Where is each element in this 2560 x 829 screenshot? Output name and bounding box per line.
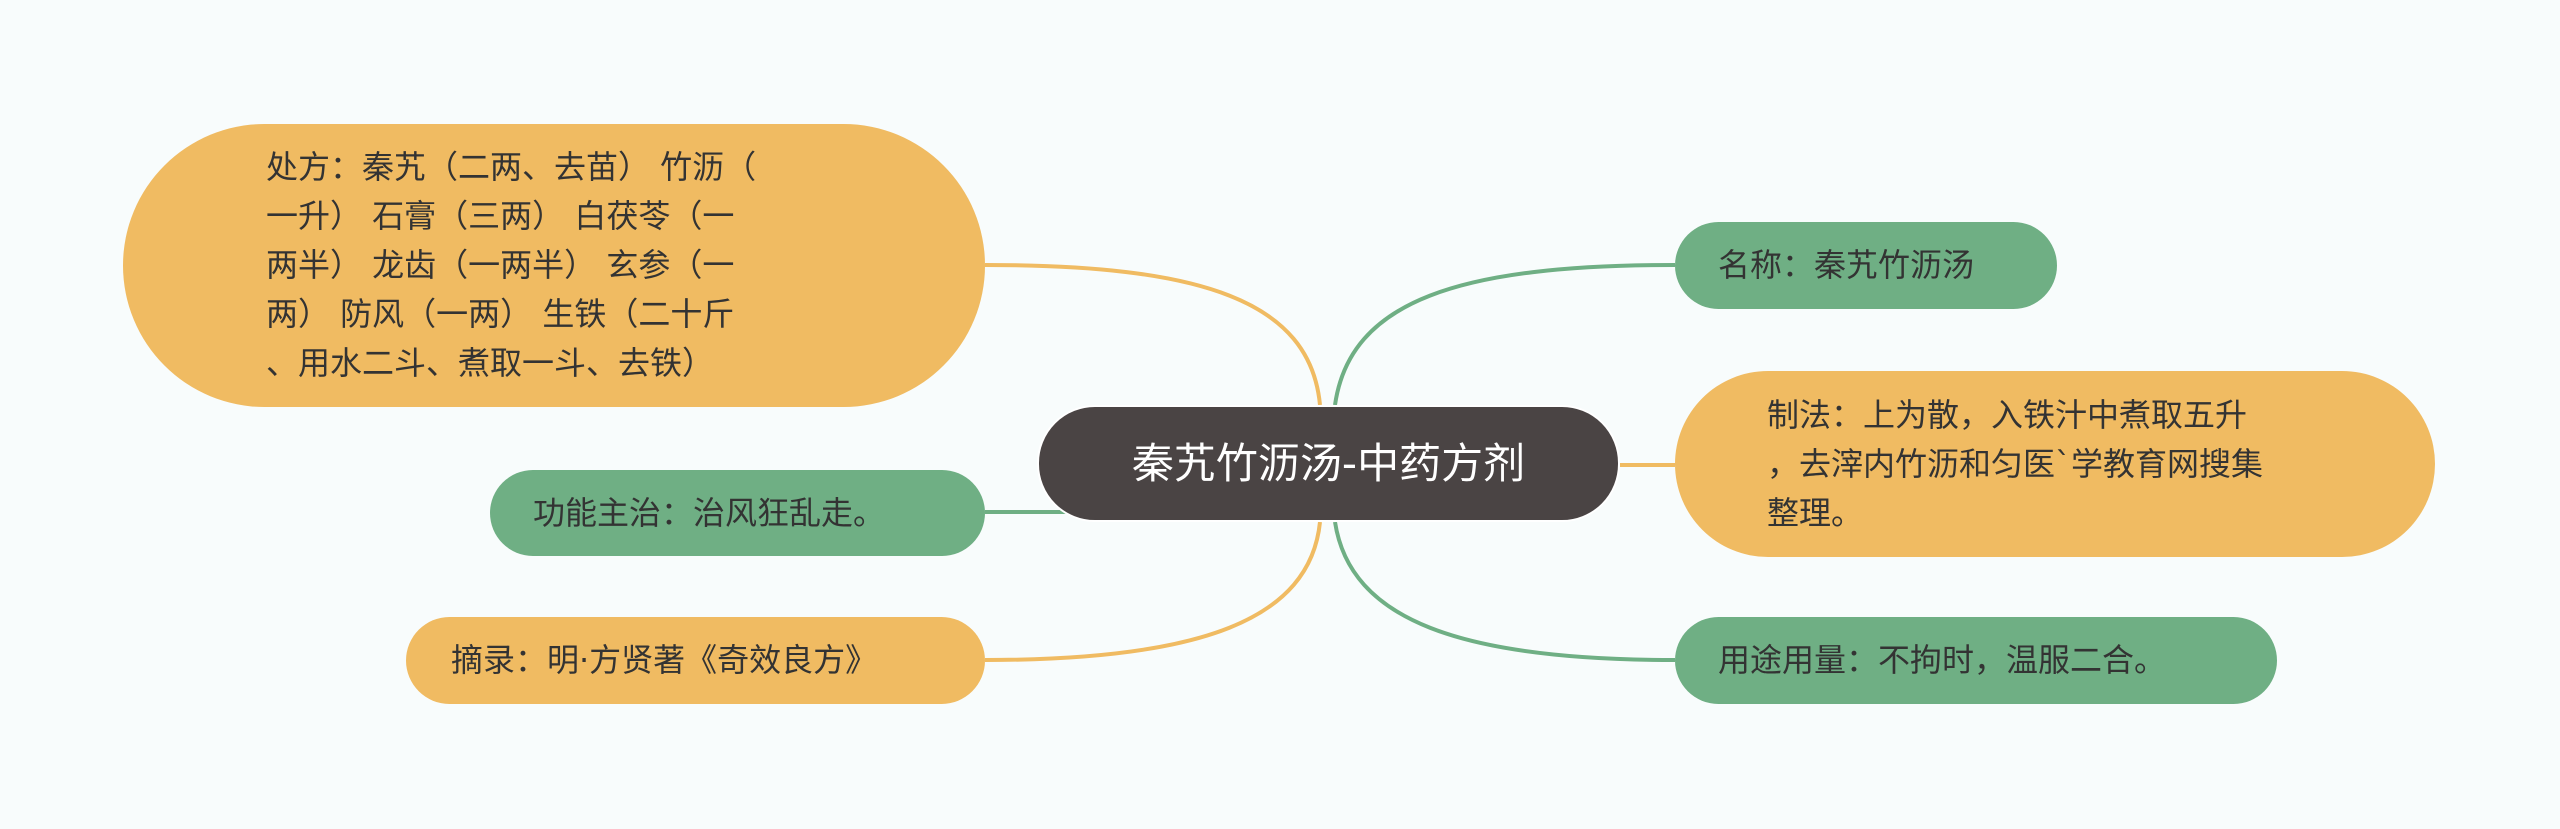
- topic-usage[interactable]: 用途用量：不拘时，温服二合。: [1675, 617, 2277, 704]
- link-name: [1333, 263, 1676, 406]
- link-source: [984, 521, 1322, 662]
- topic-name-label: 名称：秦艽竹沥汤: [1718, 246, 1975, 284]
- central-topic[interactable]: 秦艽竹沥汤-中药方剂: [1037, 405, 1620, 522]
- topic-method-label: 制法：上为散，入铁汁中煮取五升 ，去滓内竹沥和匀医`学教育网搜集 整理。: [1767, 395, 2264, 532]
- central-topic-label: 秦艽竹沥汤-中药方剂: [1131, 438, 1526, 488]
- topic-prescription-label: 处方：秦艽（二两、去苗） 竹沥（ 一升） 石膏（三两） 白茯苓（一 两半） 龙齿…: [266, 148, 757, 382]
- topic-function-label: 功能主治：治风狂乱走。: [533, 493, 886, 532]
- link-prescription: [984, 263, 1322, 406]
- topic-method[interactable]: 制法：上为散，入铁汁中煮取五升 ，去滓内竹沥和匀医`学教育网搜集 整理。: [1675, 371, 2435, 557]
- topic-function[interactable]: 功能主治：治风狂乱走。: [490, 470, 985, 556]
- topic-prescription[interactable]: 处方：秦艽（二两、去苗） 竹沥（ 一升） 石膏（三两） 白茯苓（一 两半） 龙齿…: [123, 124, 985, 407]
- topic-source-label: 摘录：明·方贤著《奇效良方》: [451, 641, 878, 679]
- topic-name[interactable]: 名称：秦艽竹沥汤: [1675, 222, 2057, 309]
- link-usage: [1333, 521, 1676, 662]
- topic-source[interactable]: 摘录：明·方贤著《奇效良方》: [406, 617, 985, 704]
- topic-usage-label: 用途用量：不拘时，温服二合。: [1718, 641, 2167, 679]
